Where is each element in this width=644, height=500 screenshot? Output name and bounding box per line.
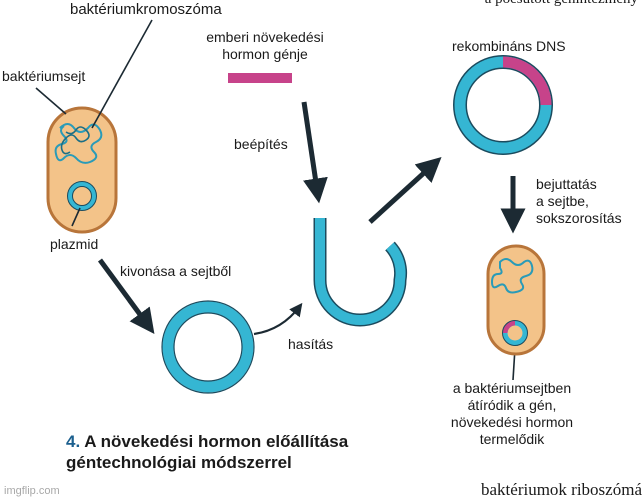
label-result-line4: termelődik	[479, 431, 545, 447]
caption-line2: géntechnológiai módszerrel	[66, 453, 292, 472]
caption-line1: A növekedési hormon előállítása	[84, 432, 349, 451]
label-introduction-line2: a sejtbe,	[536, 193, 589, 209]
label-bacterial-chromosome: baktériumkromoszóma	[70, 1, 222, 18]
label-human-gene-line2: hormon génje	[222, 46, 308, 62]
result-plasmid	[502, 320, 528, 346]
label-introduction-line3: sokszorosítás	[536, 210, 622, 226]
label-plasmid: plazmid	[50, 236, 99, 252]
arrow-cutting	[253, 302, 303, 336]
arrow-insertion	[301, 101, 328, 204]
leader-plasmid	[71, 207, 81, 227]
label-recombinant-dna: rekombináns DNS	[452, 38, 566, 54]
watermark: imgflip.com	[4, 485, 60, 497]
label-bacterial-cell: baktériumsejt	[2, 68, 86, 84]
label-result-line1: a baktériumsejtben	[452, 380, 572, 396]
free-plasmid	[161, 300, 255, 394]
label-extraction: kivonása a sejtből	[120, 263, 232, 279]
caption-number: 4.	[66, 432, 81, 451]
human-gene-segment	[228, 73, 292, 83]
page-fragment-top: a poësütött génintézmény	[485, 0, 638, 8]
recombinant-dna-ring	[453, 55, 553, 155]
label-result-line2: átíródik a gén,	[467, 397, 557, 413]
cut-plasmid	[313, 218, 408, 327]
label-human-gene: emberi növekedési hormon génje	[190, 29, 340, 63]
label-introduction: bejuttatás a sejtbe, sokszorosítás	[536, 176, 622, 227]
label-insertion: beépítés	[234, 136, 288, 152]
process-arrows	[97, 101, 526, 336]
label-result-line3: növekedési hormon	[450, 414, 574, 430]
leader-cell	[35, 87, 67, 115]
page-fragment-bottom: baktériumok riboszómá	[481, 480, 642, 499]
leader-chromosome	[91, 19, 153, 129]
plasmid-in-cell	[67, 181, 97, 211]
label-human-gene-line1: emberi növekedési	[206, 29, 324, 45]
inserted-gene	[502, 56, 552, 106]
label-introduction-line1: bejuttatás	[536, 176, 597, 192]
label-result: a baktériumsejtben átíródik a gén, növek…	[432, 380, 592, 448]
result-bacterial-cell	[486, 244, 546, 356]
arrow-recombination	[368, 156, 442, 224]
bacterial-cell	[46, 106, 118, 234]
arrow-extraction	[97, 258, 155, 335]
label-cutting: hasítás	[288, 336, 334, 352]
figure-caption: 4. A növekedési hormon előállítása génte…	[66, 431, 348, 473]
